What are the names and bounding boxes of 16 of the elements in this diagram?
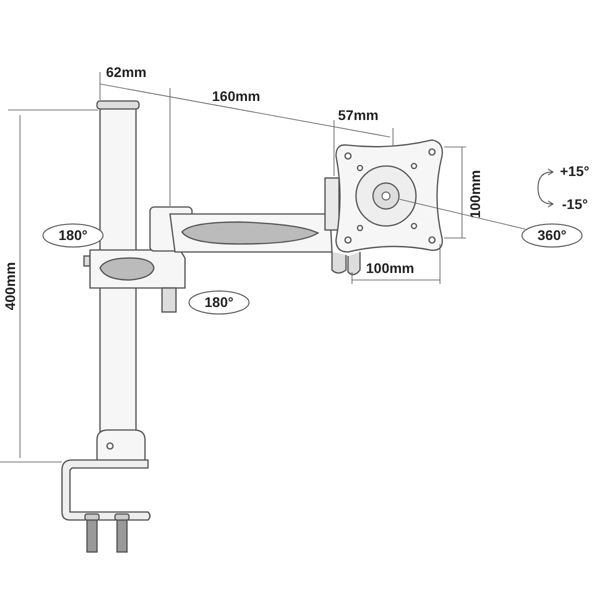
rotation-hub	[372, 182, 400, 210]
dimension-label: 62mm	[106, 64, 146, 80]
dimension-label: 100mm	[366, 260, 414, 276]
dimension-label: 100mm	[467, 170, 483, 218]
dimension-label: 160mm	[212, 88, 260, 104]
rotation-oval	[521, 223, 583, 248]
angle-label: -15°	[562, 196, 588, 212]
dimension-label: 57mm	[338, 107, 378, 123]
angle-text: 360°	[536, 226, 568, 245]
leader-line	[399, 198, 526, 230]
rotation-oval	[188, 290, 250, 315]
dimension-label: 400mm	[2, 262, 18, 310]
angle-text: 180°	[204, 293, 234, 312]
angle-label: +15°	[560, 163, 590, 179]
rotation-oval	[42, 223, 104, 248]
angle-text: 180°	[58, 226, 88, 245]
